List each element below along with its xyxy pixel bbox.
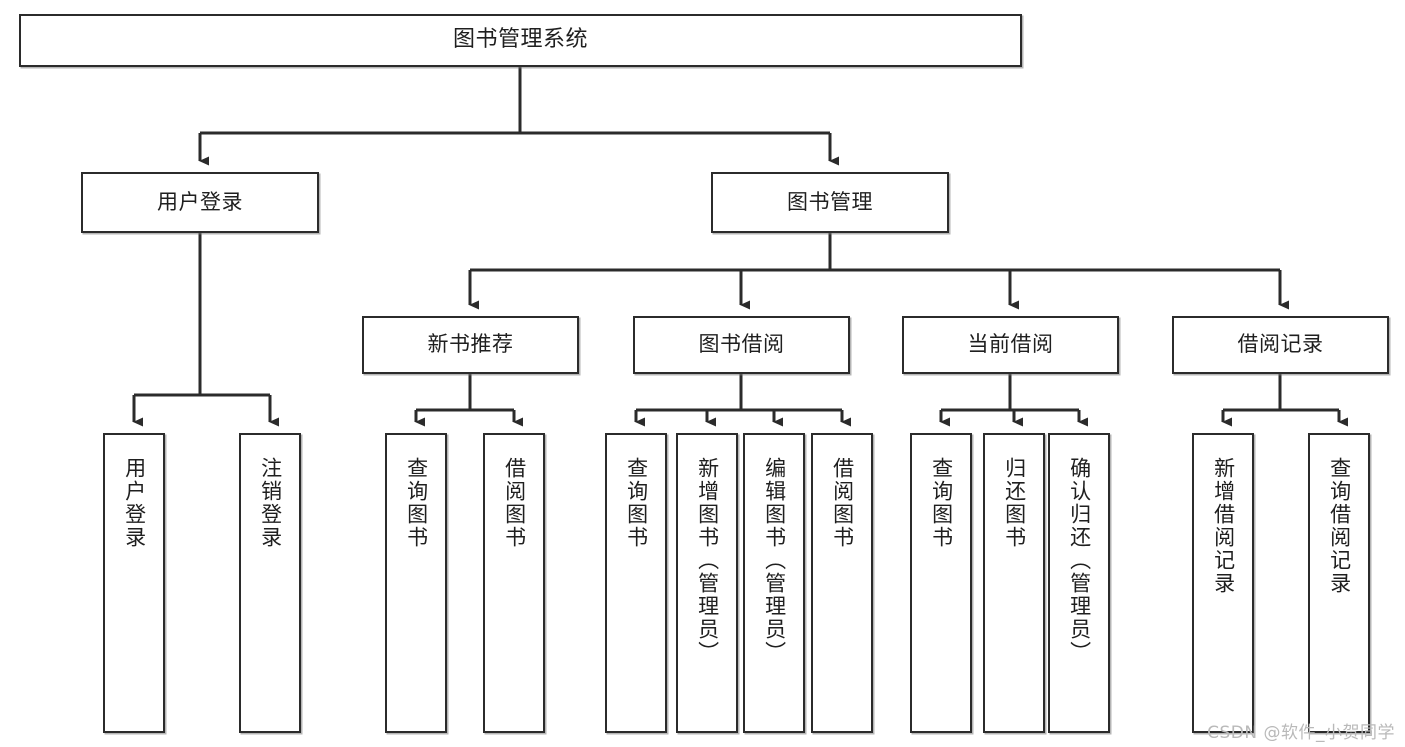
leaf-node-leaf-query-book-cb[interactable]: 查询图书 [910, 433, 972, 733]
node-label: 图书管理系统 [452, 27, 588, 53]
node-label: 用户登录 [122, 457, 147, 549]
leaf-node-leaf-logout[interactable]: 注销登录 [239, 433, 301, 733]
node-label: 用户登录 [157, 189, 243, 214]
level2-node-user-login[interactable]: 用户登录 [81, 172, 319, 233]
leaf-node-leaf-return-book[interactable]: 归还图书 [983, 433, 1045, 733]
csdn-watermark: CSDN @软件_小贺同学 [1207, 723, 1395, 743]
leaf-node-leaf-query-book-nb[interactable]: 查询图书 [385, 433, 447, 733]
node-label: 借阅图书 [830, 457, 855, 549]
level2-node-book-manage[interactable]: 图书管理 [711, 172, 949, 233]
root-node-root[interactable]: 图书管理系统 [19, 14, 1022, 67]
node-label: 查询借阅记录 [1327, 457, 1352, 595]
node-label: 借阅记录 [1237, 332, 1324, 357]
node-label: 查询图书 [404, 457, 429, 549]
leaf-node-leaf-edit-book[interactable]: 编辑图书（管理员） [743, 433, 805, 733]
leaf-node-leaf-borrow-book-bb[interactable]: 借阅图书 [811, 433, 873, 733]
node-label: 确认归还（管理员） [1067, 457, 1092, 664]
node-label: 图书借阅 [698, 332, 785, 357]
level3-node-new-book-recommend[interactable]: 新书推荐 [362, 316, 579, 374]
node-label: 归还图书 [1002, 457, 1027, 549]
node-label: 新书推荐 [427, 332, 514, 357]
node-label: 注销登录 [258, 457, 283, 549]
node-label: 编辑图书（管理员） [762, 457, 787, 664]
leaf-node-leaf-add-record[interactable]: 新增借阅记录 [1192, 433, 1254, 733]
leaf-node-leaf-query-record[interactable]: 查询借阅记录 [1308, 433, 1370, 733]
level3-node-book-borrow[interactable]: 图书借阅 [633, 316, 850, 374]
node-label: 新增借阅记录 [1211, 457, 1236, 595]
node-label: 查询图书 [929, 457, 954, 549]
leaf-node-leaf-user-login[interactable]: 用户登录 [103, 433, 165, 733]
node-label: 查询图书 [624, 457, 649, 549]
leaf-node-leaf-borrow-book-nb[interactable]: 借阅图书 [483, 433, 545, 733]
level3-node-current-borrow[interactable]: 当前借阅 [902, 316, 1119, 374]
level3-node-borrow-record[interactable]: 借阅记录 [1172, 316, 1389, 374]
node-label: 新增图书（管理员） [695, 457, 720, 664]
node-label: 图书管理 [787, 189, 873, 214]
leaf-node-leaf-confirm-return[interactable]: 确认归还（管理员） [1048, 433, 1110, 733]
leaf-node-leaf-query-book-bb[interactable]: 查询图书 [605, 433, 667, 733]
leaf-node-leaf-add-book[interactable]: 新增图书（管理员） [676, 433, 738, 733]
node-label: 借阅图书 [502, 457, 527, 549]
node-label: 当前借阅 [967, 332, 1054, 357]
